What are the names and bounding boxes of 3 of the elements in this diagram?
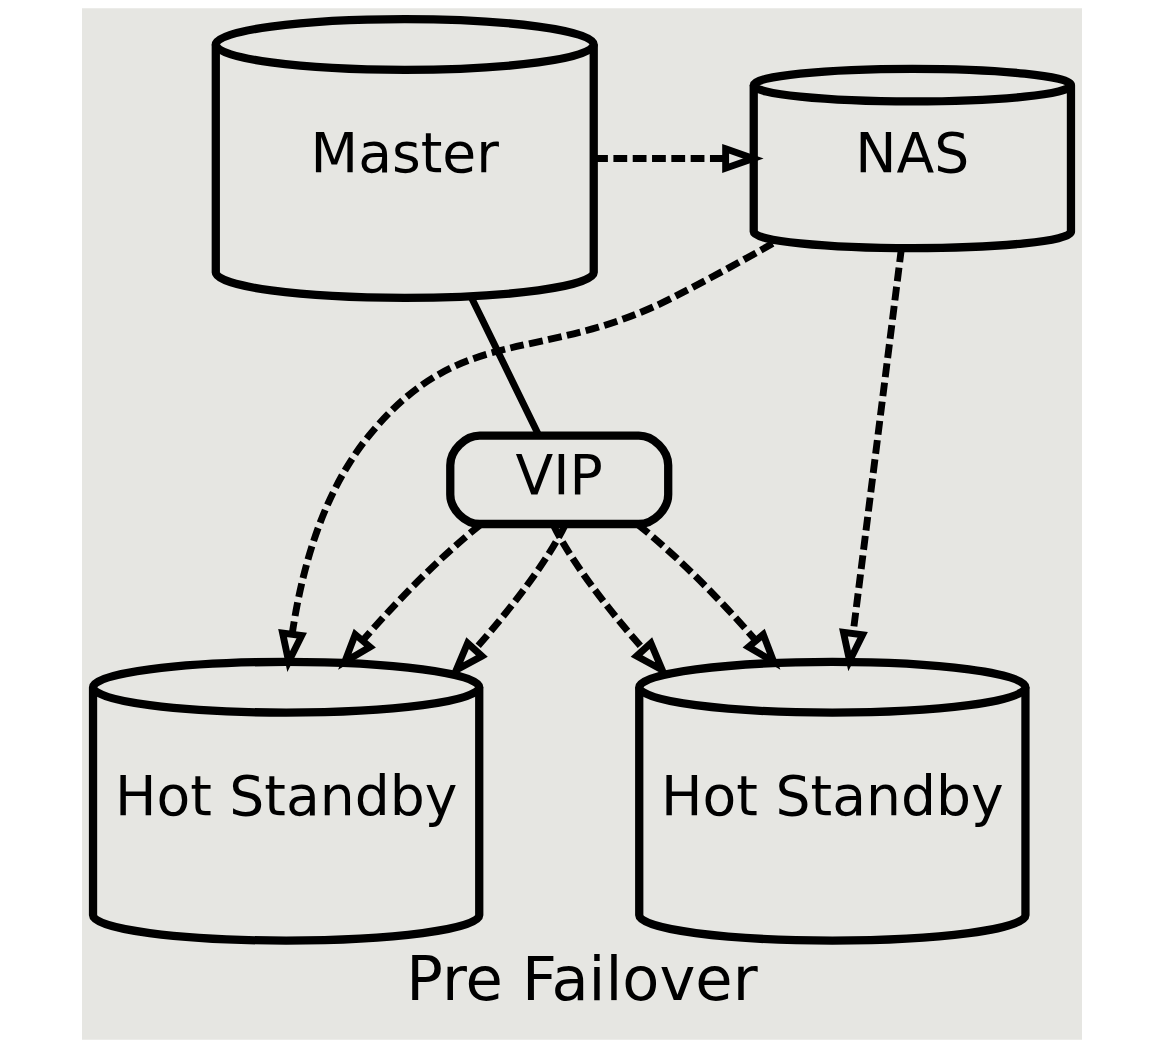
node-box: VIP xyxy=(445,431,672,529)
caption: Pre Failover xyxy=(405,944,758,1015)
arrow xyxy=(277,240,774,673)
